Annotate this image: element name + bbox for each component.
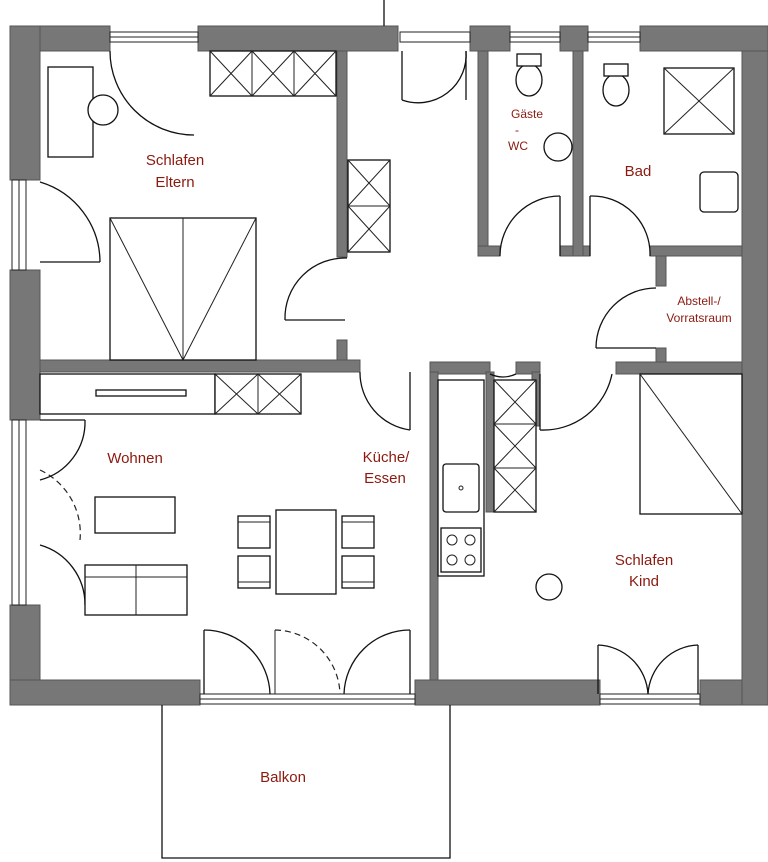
chair: [87, 94, 119, 126]
wc-toilet: [515, 63, 543, 97]
wall-top-2: [197, 25, 399, 52]
sink: [442, 463, 480, 513]
wall-abstell-left-b: [655, 347, 667, 363]
label-schlafen-eltern-2: Eltern: [155, 174, 194, 191]
wall-wc-right: [572, 50, 584, 257]
label-abstell-2: Vorratsraum: [666, 311, 731, 325]
desk: [47, 66, 94, 158]
cooktop: [440, 527, 482, 573]
wall-wc-left: [477, 50, 489, 257]
label-kueche-1: Küche/: [363, 449, 411, 466]
dining-chair-1: [237, 515, 271, 549]
labels: Schlafen Eltern Gäste - WC Bad Abstell-/…: [107, 107, 731, 786]
coffee-table: [94, 496, 176, 534]
label-kueche-2: Essen: [364, 470, 406, 487]
label-bad: Bad: [625, 163, 652, 180]
wall-left-1: [9, 25, 41, 181]
wall-bad-bottom: [649, 245, 743, 257]
label-schlafen-eltern-1: Schlafen: [146, 152, 204, 169]
window-top-entrance: [399, 31, 471, 43]
dining-chair-3: [341, 515, 375, 549]
doors: [39, 0, 699, 695]
wall-wc-bottom-a: [477, 245, 501, 257]
wall-kitchen-divider: [485, 371, 495, 513]
walls: [9, 25, 768, 706]
label-gaeste-3: WC: [508, 139, 528, 153]
label-schlafen-kind-2: Kind: [629, 573, 659, 590]
dining-chair-2: [237, 555, 271, 589]
wc-basin: [543, 132, 573, 162]
furniture: [39, 50, 743, 616]
wall-top-3: [469, 25, 511, 52]
label-abstell-1: Abstell-/: [677, 294, 721, 308]
dining-table: [275, 509, 337, 595]
wall-bottom-2: [414, 679, 601, 706]
wall-kitchen-top-a: [429, 361, 491, 375]
label-gaeste-1: Gäste: [511, 107, 543, 121]
bad-toilet: [602, 73, 630, 107]
wall-abstell-bottom: [615, 361, 743, 375]
balkon: [161, 705, 451, 859]
windows: [11, 31, 701, 705]
bad-basin: [699, 171, 739, 213]
wall-kitchen-left: [429, 371, 439, 681]
dining-chair-4: [341, 555, 375, 589]
kind-chair: [535, 573, 563, 601]
tv-bar: [95, 389, 187, 397]
label-schlafen-kind-1: Schlafen: [615, 552, 673, 569]
wall-top-5: [639, 25, 768, 52]
label-gaeste-2: -: [515, 123, 519, 137]
label-wohnen: Wohnen: [107, 450, 163, 467]
wall-int-3: [39, 359, 361, 373]
label-balkon: Balkon: [260, 769, 306, 786]
wall-top-4: [559, 25, 589, 52]
wall-int-2: [336, 339, 348, 361]
wall-int-1: [336, 50, 348, 258]
wall-abstell-left-a: [655, 255, 667, 287]
wall-left-2: [9, 269, 41, 421]
wall-kitchen-top-b: [515, 361, 541, 375]
wall-right: [741, 50, 768, 706]
wall-bottom-1: [9, 679, 201, 706]
